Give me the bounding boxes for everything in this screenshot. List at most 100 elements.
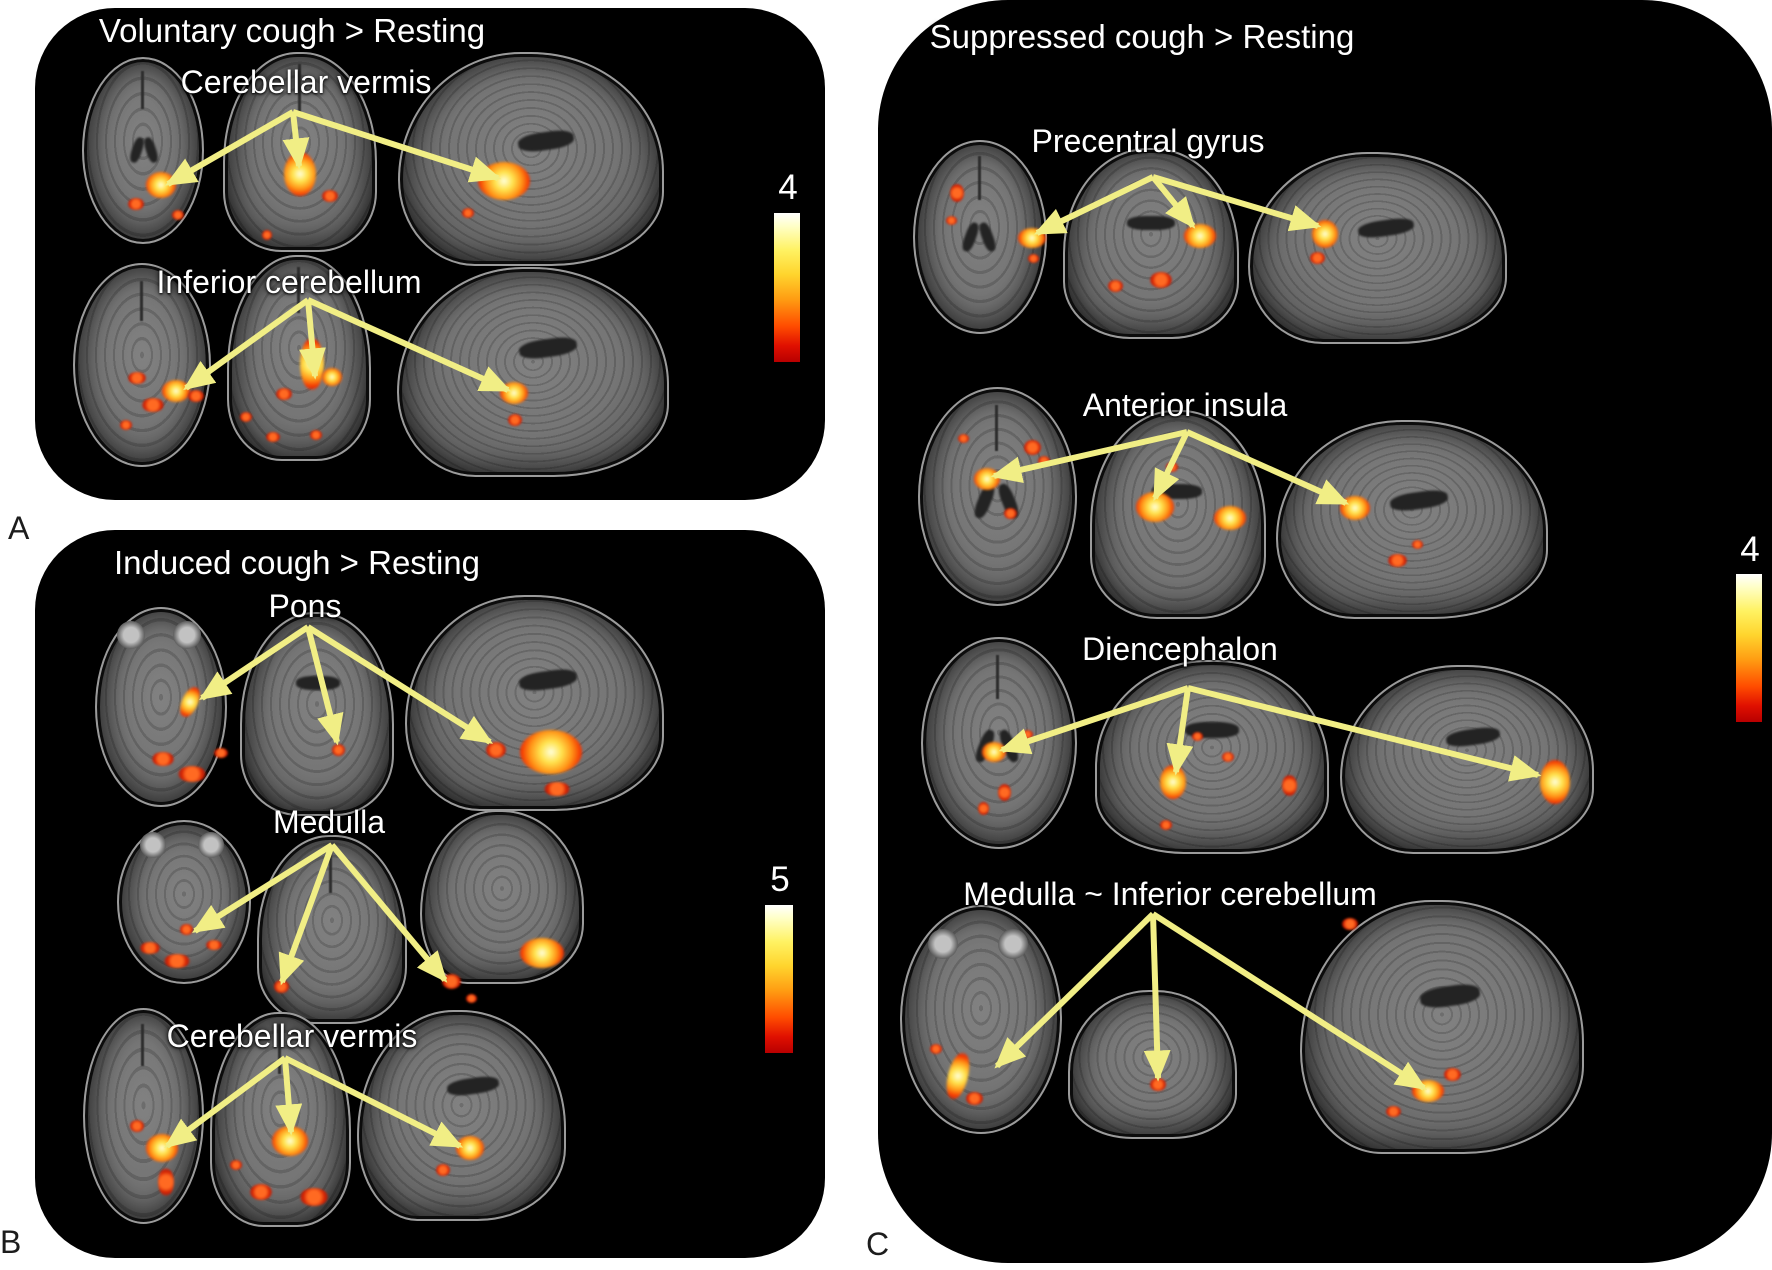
activation-blob: [974, 468, 1000, 490]
colorbar-b: [765, 905, 793, 1053]
label-cerebellar-vermis-a: Cerebellar vermis: [180, 64, 432, 100]
brain-slice-coronal: [1095, 660, 1329, 854]
activation-dot: [1150, 1078, 1166, 1091]
activation-blob: [1340, 496, 1370, 520]
activation-dot: [230, 1160, 242, 1170]
colorbar-b-max: 5: [770, 860, 790, 899]
activation-dot: [950, 184, 964, 202]
activation-dot: [462, 208, 474, 218]
activation-dot: [978, 802, 989, 815]
activation-dot: [178, 766, 206, 782]
label-anterior-insula: Anterior insula: [1082, 387, 1288, 423]
activation-blob: [520, 730, 582, 774]
activation-dot: [1222, 752, 1234, 762]
activation-dot: [164, 954, 190, 968]
activation-blob: [1184, 224, 1216, 248]
activation-blob: [1540, 760, 1570, 804]
activation-dot: [1282, 775, 1297, 796]
activation-dot: [436, 1164, 450, 1176]
activation-blob: [162, 380, 190, 402]
label-inferior-cerebellum: Inferior cerebellum: [156, 264, 422, 300]
colorbar-c-max: 4: [1740, 530, 1760, 569]
activation-dot: [1342, 918, 1358, 930]
activation-dot: [240, 412, 252, 422]
activation-dot: [1038, 456, 1050, 466]
activation-dot: [214, 748, 228, 758]
colorbar-a-max: 4: [778, 168, 798, 207]
activation-dot: [322, 190, 338, 202]
activation-blob: [146, 1134, 178, 1162]
activation-dot: [544, 782, 570, 796]
activation-dot: [250, 1184, 272, 1200]
activation-dot: [1310, 252, 1325, 264]
activation-dot: [266, 432, 280, 442]
activation-dot: [274, 980, 289, 993]
label-diencephalon: Diencephalon: [1082, 631, 1278, 667]
colorbar-a: [774, 213, 800, 362]
activation-dot: [262, 230, 272, 240]
activation-dot: [1150, 272, 1172, 288]
activation-blob: [982, 742, 1006, 762]
activation-dot: [442, 974, 461, 989]
activation-blob: [1412, 1080, 1444, 1102]
label-medulla-inferior-cerebellum: Medulla ~ Inferior cerebellum: [963, 876, 1377, 912]
activation-blob: [1160, 765, 1186, 799]
activation-blob: [1312, 220, 1338, 248]
activation-blob: [1214, 506, 1246, 530]
activation-dot: [172, 210, 184, 220]
colorbar-c: [1736, 574, 1762, 722]
brain-slice-coronal: [240, 612, 394, 816]
activation-blob: [478, 162, 530, 200]
activation-dot: [128, 372, 146, 384]
activation-blob: [1018, 228, 1046, 248]
label-precentral-gyrus: Precentral gyrus: [1031, 123, 1265, 159]
activation-dot: [140, 942, 160, 954]
activation-dot: [276, 388, 292, 400]
activation-dot: [1160, 820, 1172, 830]
panel-a-title: Voluntary cough > Resting: [98, 12, 486, 49]
activation-dot: [130, 1120, 144, 1132]
activation-blob: [520, 938, 564, 968]
activation-dot: [180, 924, 193, 935]
activation-dot: [958, 434, 969, 443]
activation-dot: [966, 1092, 983, 1105]
activation-dot: [300, 1188, 328, 1206]
activation-blob: [1136, 492, 1174, 522]
activation-dot: [1412, 540, 1423, 549]
label-medulla: Medulla: [272, 804, 386, 840]
brain-slice-axial: [95, 607, 227, 807]
panel-c-title: Suppressed cough > Resting: [929, 18, 1355, 55]
activation-dot: [188, 390, 204, 402]
activation-dot: [930, 1044, 942, 1054]
activation-dot: [998, 784, 1011, 801]
activation-dot: [1024, 440, 1041, 455]
panel-letter-b: B: [0, 1224, 22, 1260]
activation-dot: [206, 940, 222, 950]
activation-dot: [486, 742, 506, 758]
brain-slice-coronal: [1068, 990, 1237, 1139]
activation-dot: [508, 414, 522, 426]
activation-blob: [146, 172, 176, 198]
activation-dot: [142, 398, 164, 412]
activation-dot: [1388, 554, 1407, 567]
panel-letter-a: A: [8, 510, 30, 546]
activation-dot: [946, 216, 957, 225]
panel-letter-c: C: [866, 1226, 890, 1262]
label-cerebellar-vermis-b: Cerebellar vermis: [166, 1018, 418, 1054]
brain-slice-coronal: [1063, 148, 1239, 339]
activation-dot: [1444, 1068, 1461, 1081]
label-pons: Pons: [268, 588, 342, 624]
activation-blob: [284, 152, 316, 196]
activation-dot: [1166, 462, 1178, 472]
panel-b-title: Induced cough > Resting: [113, 544, 481, 581]
activation-blob: [500, 382, 528, 404]
activation-blob: [300, 338, 324, 390]
activation-dot: [158, 1168, 174, 1196]
activation-blob: [456, 1136, 484, 1160]
brain-slice-coronal: [257, 835, 407, 1024]
activation-dot: [128, 198, 144, 210]
activation-blob: [322, 368, 342, 386]
activation-dot: [152, 752, 174, 766]
activation-dot: [1004, 508, 1017, 519]
